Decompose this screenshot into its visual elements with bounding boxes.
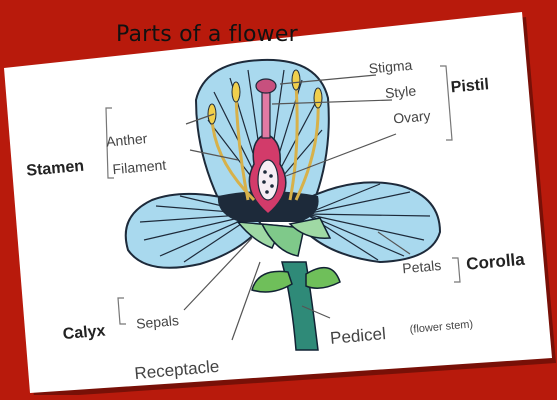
style [262, 92, 270, 138]
label-ovary: Ovary [393, 107, 432, 126]
label-petals: Petals [402, 257, 442, 276]
stigma [256, 79, 276, 93]
diagram-title: Parts of a flower [116, 22, 298, 47]
label-pistil: Pistil [450, 76, 490, 96]
ovary-chamber [258, 160, 278, 200]
label-style: Style [384, 82, 417, 101]
